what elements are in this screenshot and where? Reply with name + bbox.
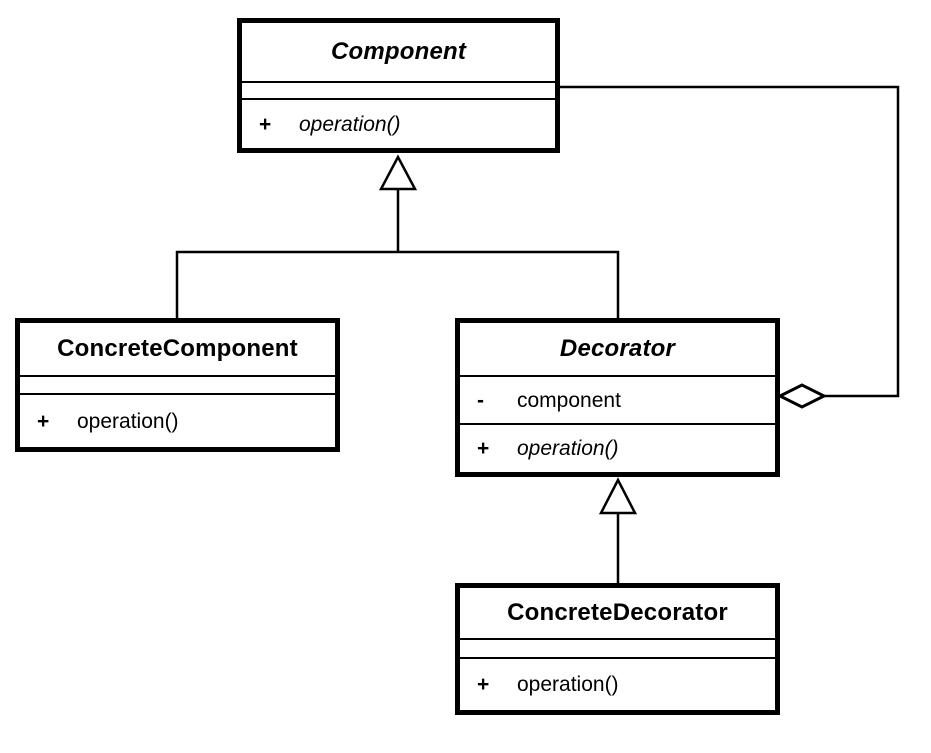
decorator-attribute-component: - component xyxy=(460,390,775,411)
generalization-concretedecorator-to-decorator xyxy=(598,477,638,585)
attribute-name: component xyxy=(517,388,621,412)
concrete-decorator-method-operation: + operation() xyxy=(460,674,775,695)
component-method-operation: + operation() xyxy=(242,114,555,135)
class-box-concrete-component: ConcreteComponent + operation() xyxy=(15,318,340,452)
generalization-tree-to-component xyxy=(175,154,620,320)
decorator-methods-compartment: + operation() xyxy=(460,423,775,472)
decorator-attributes-compartment: - component xyxy=(460,375,775,423)
method-name: operation() xyxy=(299,112,401,136)
method-name: operation() xyxy=(517,673,619,696)
class-box-component: Component + operation() xyxy=(237,18,560,153)
concrete-decorator-attributes-compartment xyxy=(460,638,775,657)
visibility-symbol: + xyxy=(477,437,490,460)
concrete-component-attributes-compartment xyxy=(20,375,335,393)
aggregation-diamond-icon xyxy=(776,383,828,409)
class-title-component: Component xyxy=(330,38,467,65)
component-attributes-compartment xyxy=(242,81,555,98)
concrete-decorator-methods-compartment: + operation() xyxy=(460,657,775,710)
class-box-decorator: Decorator - component + operation() xyxy=(455,318,780,477)
method-name: operation() xyxy=(517,437,619,460)
class-box-concrete-decorator: ConcreteDecorator + operation() xyxy=(455,583,780,715)
inheritance-triangle-icon xyxy=(378,154,418,191)
concrete-component-method-operation: + operation() xyxy=(20,411,335,432)
method-name: operation() xyxy=(77,409,179,433)
class-title-concrete-decorator: ConcreteDecorator xyxy=(507,599,728,626)
concrete-component-methods-compartment: + operation() xyxy=(20,393,335,447)
visibility-symbol: + xyxy=(37,409,50,433)
visibility-symbol: + xyxy=(259,112,272,136)
component-methods-compartment: + operation() xyxy=(242,98,555,148)
class-title-decorator: Decorator xyxy=(559,335,676,362)
class-title-concrete-component: ConcreteComponent xyxy=(57,335,298,362)
inheritance-triangle-icon xyxy=(598,477,638,515)
visibility-symbol: - xyxy=(477,388,484,412)
decorator-method-operation: + operation() xyxy=(460,438,775,459)
visibility-symbol: + xyxy=(477,673,490,696)
